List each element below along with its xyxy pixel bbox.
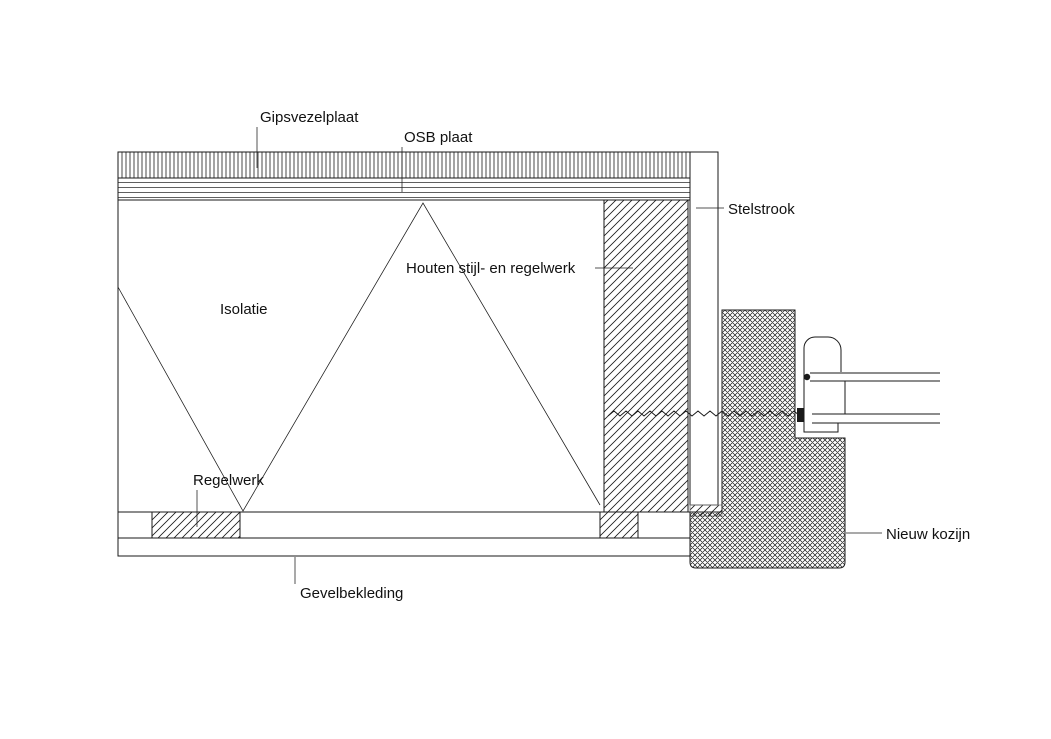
label-gevelbekleding: Gevelbekleding — [300, 585, 403, 602]
label-stelstrook: Stelstrook — [728, 201, 795, 218]
glazing-bead-profile — [803, 336, 842, 372]
gips-board-layer — [117, 151, 691, 179]
fixing-screw-thread — [607, 410, 801, 417]
label-gipsvezelplaat: Gipsvezelplaat — [260, 109, 359, 126]
label-isolatie: Isolatie — [220, 301, 268, 318]
insulation-cavity — [117, 199, 605, 513]
label-regelwerk: Regelwerk — [193, 472, 264, 489]
sash-bottom-profile — [803, 372, 839, 433]
new-frame-crosshatch — [689, 309, 846, 569]
timber-stud-hatch — [603, 199, 689, 513]
stelstrook-strip — [689, 151, 719, 506]
label-houten-stijl-en-regelwerk: Houten stijl- en regelwerk — [406, 260, 576, 277]
screw-head — [797, 408, 804, 422]
insulation-zigzag-symbol — [117, 202, 601, 512]
cladding-panel — [117, 537, 691, 557]
batten-left-hatch — [151, 511, 241, 539]
glazing-gasket-dot — [803, 373, 811, 381]
batten-right-hatch — [599, 511, 639, 539]
osb-board-layer — [117, 177, 691, 201]
label-nieuw-kozijn: Nieuw kozijn — [886, 526, 970, 543]
label-osb-plaat: OSB plaat — [404, 129, 473, 146]
